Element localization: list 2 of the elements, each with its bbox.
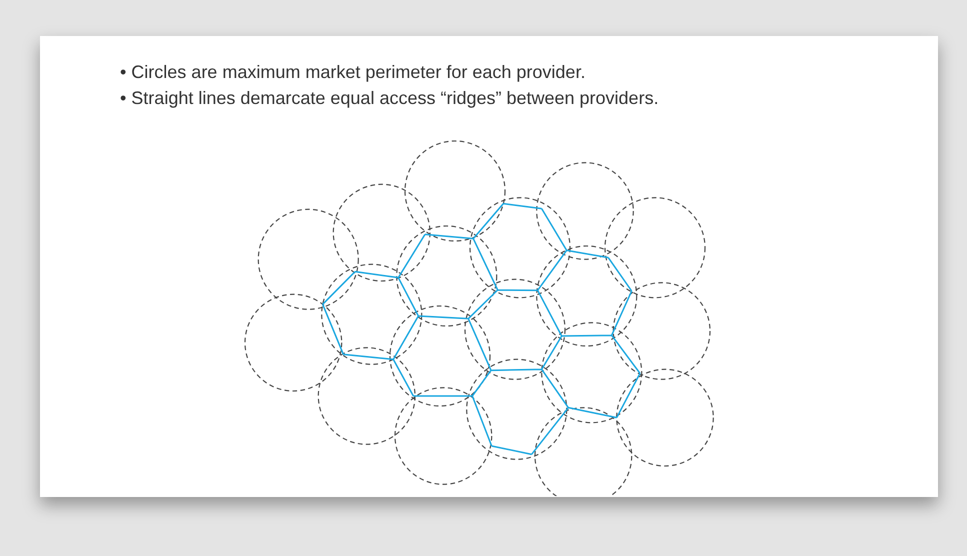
bullet-note: • Straight lines demarcate equal access “ridges” between providers. bbox=[120, 87, 659, 110]
bullet-note: • Circles are maximum market perimeter for each provider. bbox=[120, 61, 586, 84]
